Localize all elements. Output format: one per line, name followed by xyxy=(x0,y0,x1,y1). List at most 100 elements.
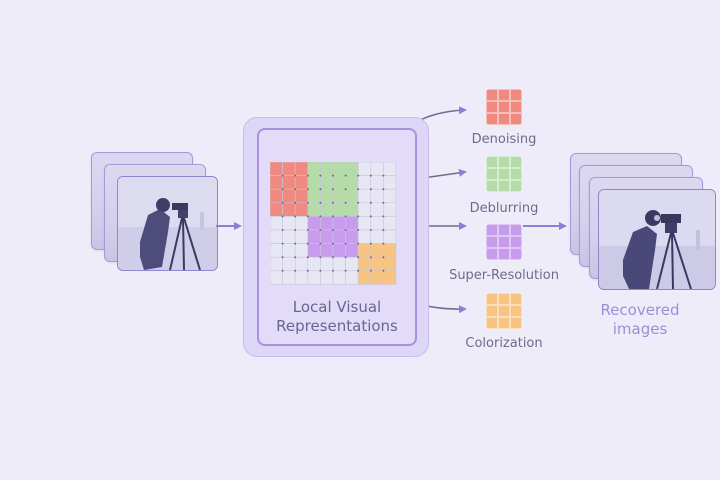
grid-node xyxy=(306,229,309,231)
grid-cell xyxy=(357,216,372,231)
grid-node xyxy=(382,201,385,204)
deblurring-block xyxy=(486,156,522,192)
grid-cell xyxy=(383,162,397,176)
mini-cell xyxy=(498,248,510,260)
grid-node xyxy=(357,174,360,177)
grid-cell xyxy=(270,216,283,231)
grid-cell xyxy=(320,270,334,285)
grid-cell xyxy=(270,175,283,190)
grid-node xyxy=(319,174,322,177)
mini-cell xyxy=(498,180,510,192)
grid-node xyxy=(319,215,322,218)
grid-node xyxy=(294,201,297,204)
grid-node xyxy=(357,269,360,272)
grid-cell xyxy=(320,256,334,272)
grid-cell xyxy=(270,243,283,258)
grid-node xyxy=(281,229,284,231)
output-label: Recovered images xyxy=(585,301,695,339)
grid-node xyxy=(332,269,334,272)
local-representation-grid xyxy=(270,162,397,285)
grid-cell xyxy=(270,188,283,204)
mini-cell xyxy=(486,156,498,168)
grid-node xyxy=(369,269,372,272)
grid-cell xyxy=(345,175,359,190)
grid-cell xyxy=(345,202,359,217)
mini-cell xyxy=(486,293,498,305)
grid-node xyxy=(357,242,360,245)
grid-node xyxy=(382,256,385,259)
grid-cell xyxy=(357,188,372,204)
grid-cell xyxy=(345,243,359,258)
grid-node xyxy=(369,174,372,177)
grid-node xyxy=(319,256,322,259)
grid-cell xyxy=(282,270,296,285)
grid-cell xyxy=(282,243,296,258)
grid-cell xyxy=(370,243,384,258)
grid-cell xyxy=(332,162,346,176)
grid-node xyxy=(357,188,360,191)
task-label-deblurring: Deblurring xyxy=(469,201,539,216)
mini-cell xyxy=(486,113,498,125)
grid-cell xyxy=(332,175,346,190)
grid-cell xyxy=(294,188,309,204)
grid-node xyxy=(319,229,322,231)
grid-cell xyxy=(332,243,346,258)
grid-cell xyxy=(370,188,384,204)
grid-cell xyxy=(294,229,309,244)
mini-cell xyxy=(498,305,510,317)
grid-cell xyxy=(345,188,359,204)
grid-node xyxy=(294,174,297,177)
grid-node xyxy=(369,256,372,259)
grid-node xyxy=(294,242,297,245)
grid-node xyxy=(382,215,385,218)
mini-cell xyxy=(498,317,510,329)
grid-cell xyxy=(320,229,334,244)
mini-cell xyxy=(498,156,510,168)
mini-cell xyxy=(486,236,498,248)
grid-node xyxy=(344,201,347,204)
grid-cell xyxy=(294,202,309,217)
grid-cell xyxy=(307,256,321,272)
grid-node xyxy=(344,229,347,231)
grid-cell xyxy=(270,256,283,272)
mini-cell xyxy=(498,293,510,305)
grid-node xyxy=(344,256,347,259)
grid-node xyxy=(332,242,334,245)
grid-cell xyxy=(332,216,346,231)
mini-cell xyxy=(498,101,510,113)
grid-cell xyxy=(370,175,384,190)
grid-node xyxy=(357,256,360,259)
grid-node xyxy=(306,201,309,204)
task-label-denoising: Denoising xyxy=(471,132,537,147)
task-label-super-resolution: Super-Resolution xyxy=(449,268,559,283)
grid-cell xyxy=(294,216,309,231)
grid-cell xyxy=(270,229,283,244)
grid-node xyxy=(319,188,322,191)
grid-cell xyxy=(320,202,334,217)
grid-node xyxy=(332,256,334,259)
grid-node xyxy=(344,242,347,245)
grid-cell xyxy=(383,202,397,217)
grid-cell xyxy=(370,162,384,176)
grid-node xyxy=(344,269,347,272)
grid-node xyxy=(344,174,347,177)
grid-cell xyxy=(357,162,372,176)
representation-title-line1: Local Visual xyxy=(292,298,382,316)
grid-node xyxy=(369,201,372,204)
grid-cell xyxy=(282,216,296,231)
mini-cell xyxy=(510,180,522,192)
mini-cell xyxy=(510,168,522,180)
grid-node xyxy=(357,215,360,218)
grid-cell xyxy=(345,216,359,231)
grid-node xyxy=(281,201,284,204)
grid-node xyxy=(319,242,322,245)
grid-node xyxy=(306,242,309,245)
grid-cell xyxy=(294,175,309,190)
grid-cell xyxy=(357,202,372,217)
cameraman-photo-icon xyxy=(118,177,217,270)
grid-cell xyxy=(357,229,372,244)
grid-node xyxy=(382,229,385,231)
grid-cell xyxy=(270,270,283,285)
grid-cell xyxy=(357,270,372,285)
grid-node xyxy=(306,215,309,218)
